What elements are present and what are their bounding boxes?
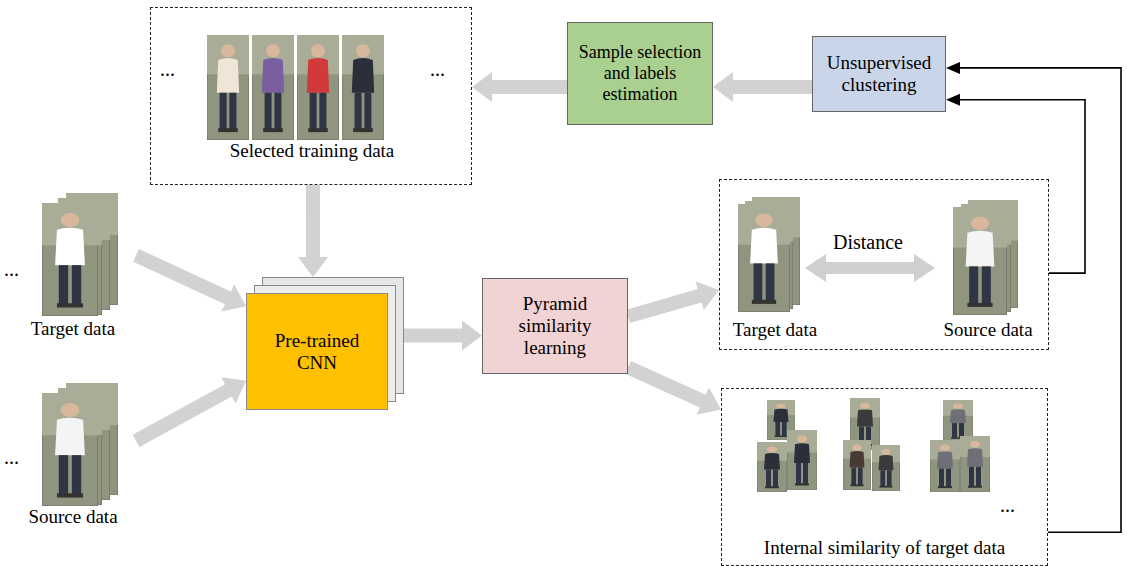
network-layer: Pre-trained CNN bbox=[246, 293, 388, 410]
arrow-head bbox=[946, 94, 960, 106]
box-label: Sample selection and labels estimation bbox=[574, 42, 706, 104]
edge-note: Distance bbox=[830, 231, 906, 253]
arrow-shape bbox=[713, 72, 812, 102]
ellipsis-mark: ... bbox=[160, 58, 175, 80]
similarity-pairs bbox=[757, 398, 990, 492]
dashed-group: Target data Source data bbox=[719, 179, 1049, 350]
network-box: Pre-trained CNN bbox=[246, 277, 404, 410]
process-box: Unsupervised clustering bbox=[812, 36, 946, 112]
source-image-stack bbox=[42, 383, 118, 506]
flow-arrow bbox=[625, 361, 721, 415]
arrow-shape bbox=[626, 281, 719, 323]
flow-arrow bbox=[626, 281, 719, 323]
flow-arrow bbox=[946, 62, 1121, 532]
ellipsis-mark: ... bbox=[430, 58, 445, 80]
source-image-stack bbox=[953, 200, 1018, 315]
distance-arrow bbox=[805, 254, 935, 282]
dashed-group: Internal similarity of target data bbox=[721, 388, 1048, 566]
caption-text: Internal similarity of target data bbox=[722, 537, 1047, 559]
caption-text: Selected training data bbox=[151, 140, 473, 162]
dashed-group: Selected training data bbox=[150, 7, 472, 185]
process-box: Sample selection and labels estimation bbox=[567, 22, 713, 125]
arrow-shape bbox=[625, 361, 721, 415]
target-image-stack bbox=[738, 197, 800, 312]
flow-arrow bbox=[298, 185, 328, 277]
caption-text: Target data bbox=[10, 318, 136, 340]
feedback-line bbox=[960, 100, 1085, 273]
flow-arrow bbox=[404, 321, 482, 351]
feedback-line bbox=[960, 68, 1121, 532]
arrow-shape bbox=[133, 377, 246, 447]
arrow-shape bbox=[404, 321, 482, 351]
caption-text: Source data bbox=[10, 506, 136, 528]
data-stack: Target data bbox=[10, 190, 136, 342]
caption-text: Source data bbox=[928, 319, 1048, 341]
box-label: Unsupervised clustering bbox=[819, 52, 939, 96]
data-stack: Source data bbox=[10, 380, 136, 532]
arrow-head bbox=[946, 62, 960, 74]
flow-arrow bbox=[472, 72, 567, 102]
target-image-stack bbox=[42, 193, 118, 316]
flow-arrow bbox=[133, 377, 246, 447]
arrow-shape bbox=[133, 249, 246, 312]
flow-arrow bbox=[713, 72, 812, 102]
arrow-shape bbox=[472, 72, 567, 102]
training-images bbox=[207, 35, 384, 140]
caption-text: Target data bbox=[720, 319, 830, 341]
box-label: Pyramid similarity learning bbox=[489, 293, 621, 359]
ellipsis-mark: ... bbox=[4, 258, 19, 280]
flow-arrow bbox=[133, 249, 246, 312]
arrow-shape bbox=[298, 185, 328, 277]
flow-arrow bbox=[946, 94, 1085, 273]
ellipsis-mark: ... bbox=[4, 446, 19, 468]
ellipsis-mark: ... bbox=[1000, 494, 1015, 516]
process-box: Pyramid similarity learning bbox=[482, 278, 628, 374]
box-label: Pre-trained CNN bbox=[253, 330, 381, 374]
